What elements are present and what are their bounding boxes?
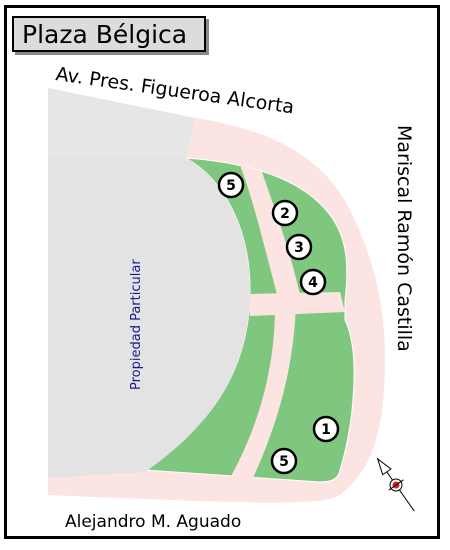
private-property-label: Propiedad Particular [129,259,144,390]
svg-text:5: 5 [279,454,289,470]
svg-text:4: 4 [308,275,318,291]
street-bottom-label: Alejandro M. Aguado [65,512,241,532]
path-diagonal-upper [240,165,300,298]
marker-5-top[interactable]: 5 [217,171,245,199]
marker-2[interactable]: 2 [271,199,299,227]
path-diagonal-lower [230,300,296,480]
svg-text:3: 3 [294,240,304,256]
svg-text:2: 2 [280,206,290,222]
path-horizontal [248,292,345,316]
private-property-area [48,158,250,478]
marker-5-bottom[interactable]: 5 [270,447,298,475]
marker-4[interactable]: 4 [299,268,327,296]
marker-1[interactable]: 1 [312,415,340,443]
top-road-strip [48,88,195,160]
map-title: Plaza Bélgica [12,16,206,52]
marker-3[interactable]: 3 [285,233,313,261]
compass-icon [376,457,415,512]
svg-text:5: 5 [226,178,236,194]
svg-text:1: 1 [321,422,331,438]
street-right-label: Mariscal Ramón Castilla [393,125,415,352]
